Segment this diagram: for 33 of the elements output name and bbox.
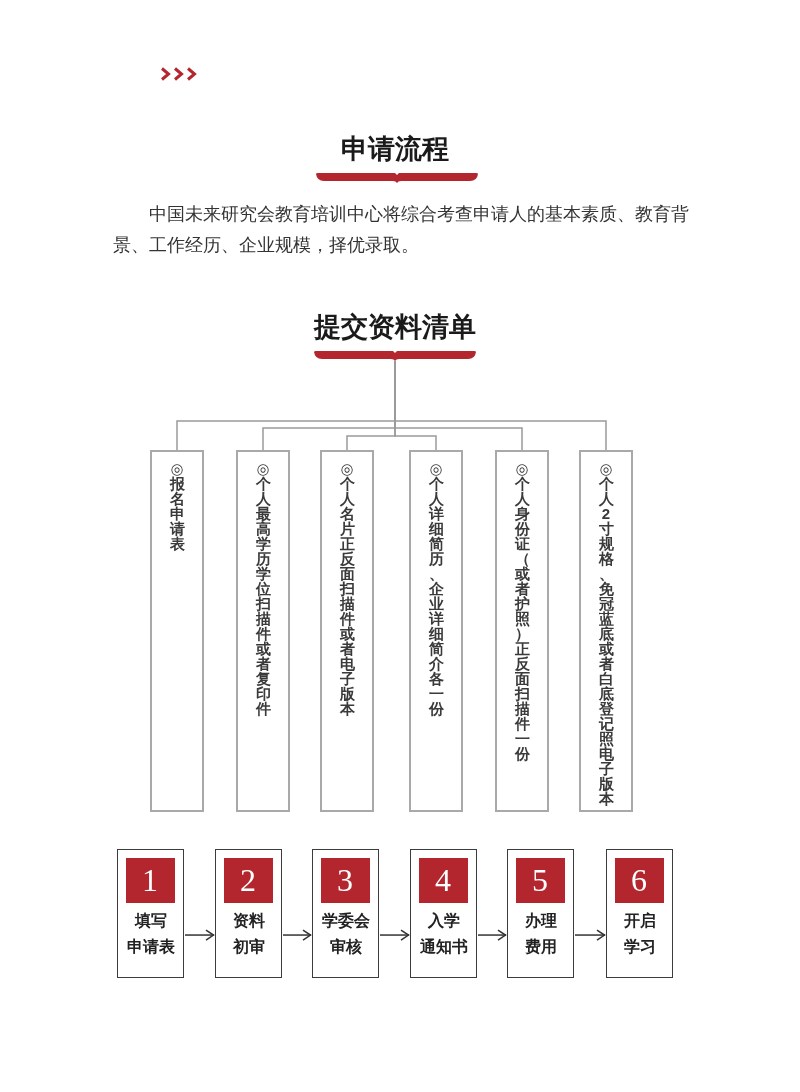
step-number: 3: [320, 857, 370, 903]
step-label: 填写申请表: [125, 911, 176, 957]
document-box: ◎个人身份证（或者护照）正反面扫描件一份: [495, 450, 549, 812]
page-title: 申请流程: [340, 133, 450, 166]
step-number: 4: [418, 857, 468, 903]
step-label: 入学通知书: [418, 911, 469, 957]
arrow: [477, 929, 507, 941]
document-box: ◎个人详细简历、企业详细简介各一份: [409, 450, 463, 812]
step-box: [507, 849, 574, 978]
arrow: [379, 929, 410, 941]
section-heading: 提交资料清单: [314, 311, 476, 344]
document-box: ◎报名申请表: [150, 450, 204, 812]
arrow: [282, 929, 312, 941]
document-box: ◎个人最高学历学位扫描件或者复印件: [236, 450, 290, 812]
step-label: 资料初审: [231, 911, 266, 957]
step-box: [410, 849, 477, 978]
step-label: 办理费用: [523, 911, 558, 957]
step-box: [117, 849, 184, 978]
step-label: 开启学习: [622, 911, 657, 957]
arrow: [184, 929, 215, 941]
step-box: [312, 849, 379, 978]
step-number: 6: [614, 857, 664, 903]
step-box: [215, 849, 282, 978]
step-box: [606, 849, 673, 978]
intro-paragraph: 中国未来研究会教育培训中心将综合考查申请人的基本素质、教育背景、工作经历、企业规模，择优录取。: [113, 203, 690, 257]
document-box: ◎个人名片正反面扫描件或者电子版本: [320, 450, 374, 812]
step-number: 5: [515, 857, 565, 903]
document-box: ◎个人2寸规格、免冠蓝底或者白底登记照电子版本: [579, 450, 633, 812]
arrow: [574, 929, 606, 941]
connector-line: [394, 360, 607, 451]
step-number: 1: [125, 857, 175, 903]
step-label: 学委会审核: [320, 911, 371, 957]
step-number: 2: [223, 857, 273, 903]
